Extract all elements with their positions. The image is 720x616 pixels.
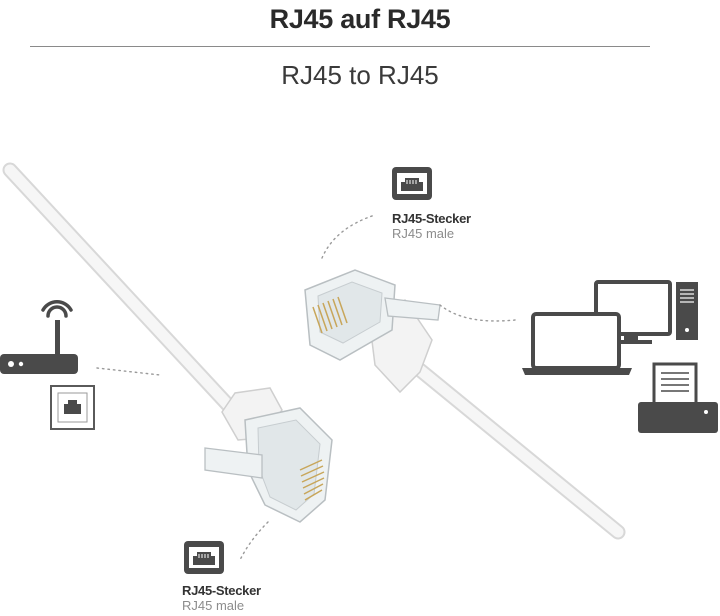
title-divider [30, 46, 650, 47]
laptop-icon [522, 312, 632, 375]
leader-bottom-connector [239, 521, 269, 561]
leader-top-connector [321, 214, 376, 259]
connector-top-name-de: RJ45-Stecker [392, 211, 471, 226]
rj45-plug-bottom [204, 387, 333, 523]
connector-top-name-en: RJ45 male [392, 225, 455, 241]
connector-bottom-label: RJ45-Stecker RJ45 male [182, 583, 261, 614]
leader-lines [96, 214, 516, 561]
connector-bottom-name-en: RJ45 male [182, 597, 245, 613]
pc-tower-icon [676, 282, 698, 340]
connector-top-label: RJ45-Stecker RJ45 male [392, 211, 471, 242]
connector-bottom-name-de: RJ45-Stecker [182, 583, 261, 598]
wall-ethernet-socket-icon [50, 385, 95, 430]
cable-upper-segment [2, 162, 236, 413]
ethernet-port-icon [184, 541, 224, 574]
printer-icon [638, 362, 718, 433]
cable-lower-segment [412, 362, 626, 540]
rj45-plug-top [304, 269, 441, 394]
leader-devices-right [439, 304, 516, 322]
leader-devices-left [96, 367, 161, 376]
page-title: RJ45 auf RJ45 [269, 4, 451, 34]
wifi-router-icon [0, 300, 78, 374]
page-subtitle: RJ45 to RJ45 [281, 60, 439, 90]
ethernet-port-icon [392, 167, 432, 200]
